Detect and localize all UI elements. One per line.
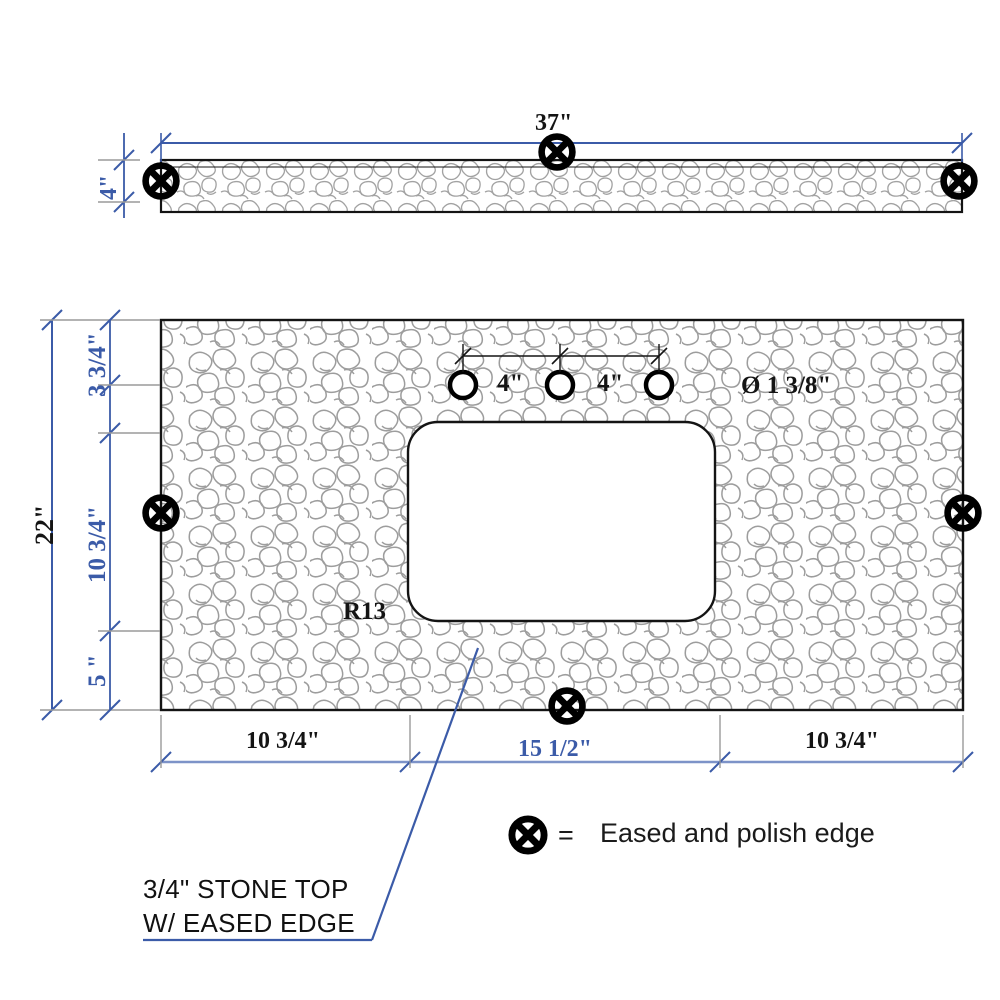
vertical-dim-3-label: 5 " (84, 654, 111, 687)
eased-polish-edge-symbol (512, 819, 544, 851)
vertical-dim-2-label: 10 3/4" (84, 505, 111, 583)
faucet-hole-left (447, 369, 479, 401)
vertical-dim-1-label: 3 3/4" (84, 332, 111, 397)
front-thickness-label: 4" (96, 174, 122, 200)
front-width-label: 37" (535, 110, 573, 136)
bottom-dim-1-label: 10 3/4" (246, 728, 320, 754)
plan-view-group (40, 309, 978, 773)
callout-line-1: 3/4" STONE TOP (143, 874, 349, 904)
front-elevation-group (98, 132, 974, 218)
bottom-dim-3-label: 10 3/4" (805, 728, 879, 754)
overall-height-label: 22" (30, 504, 59, 545)
faucet-hole-center (544, 369, 576, 401)
corner-radius-label: R13 (343, 598, 387, 625)
faucet-spacing-2-label: 4" (597, 370, 624, 397)
sink-cutout (406, 420, 717, 623)
legend-equals: = (558, 820, 574, 850)
bottom-dim-2-label: 15 1/2" (518, 736, 592, 762)
faucet-diameter-label: Ø 1 3/8" (741, 372, 832, 399)
callout-leader (143, 647, 480, 942)
faucet-spacing-1-label: 4" (497, 370, 524, 397)
legend-text: Eased and polish edge (600, 818, 875, 848)
callout-line-2: W/ EASED EDGE (143, 908, 355, 938)
faucet-hole-right (643, 369, 675, 401)
